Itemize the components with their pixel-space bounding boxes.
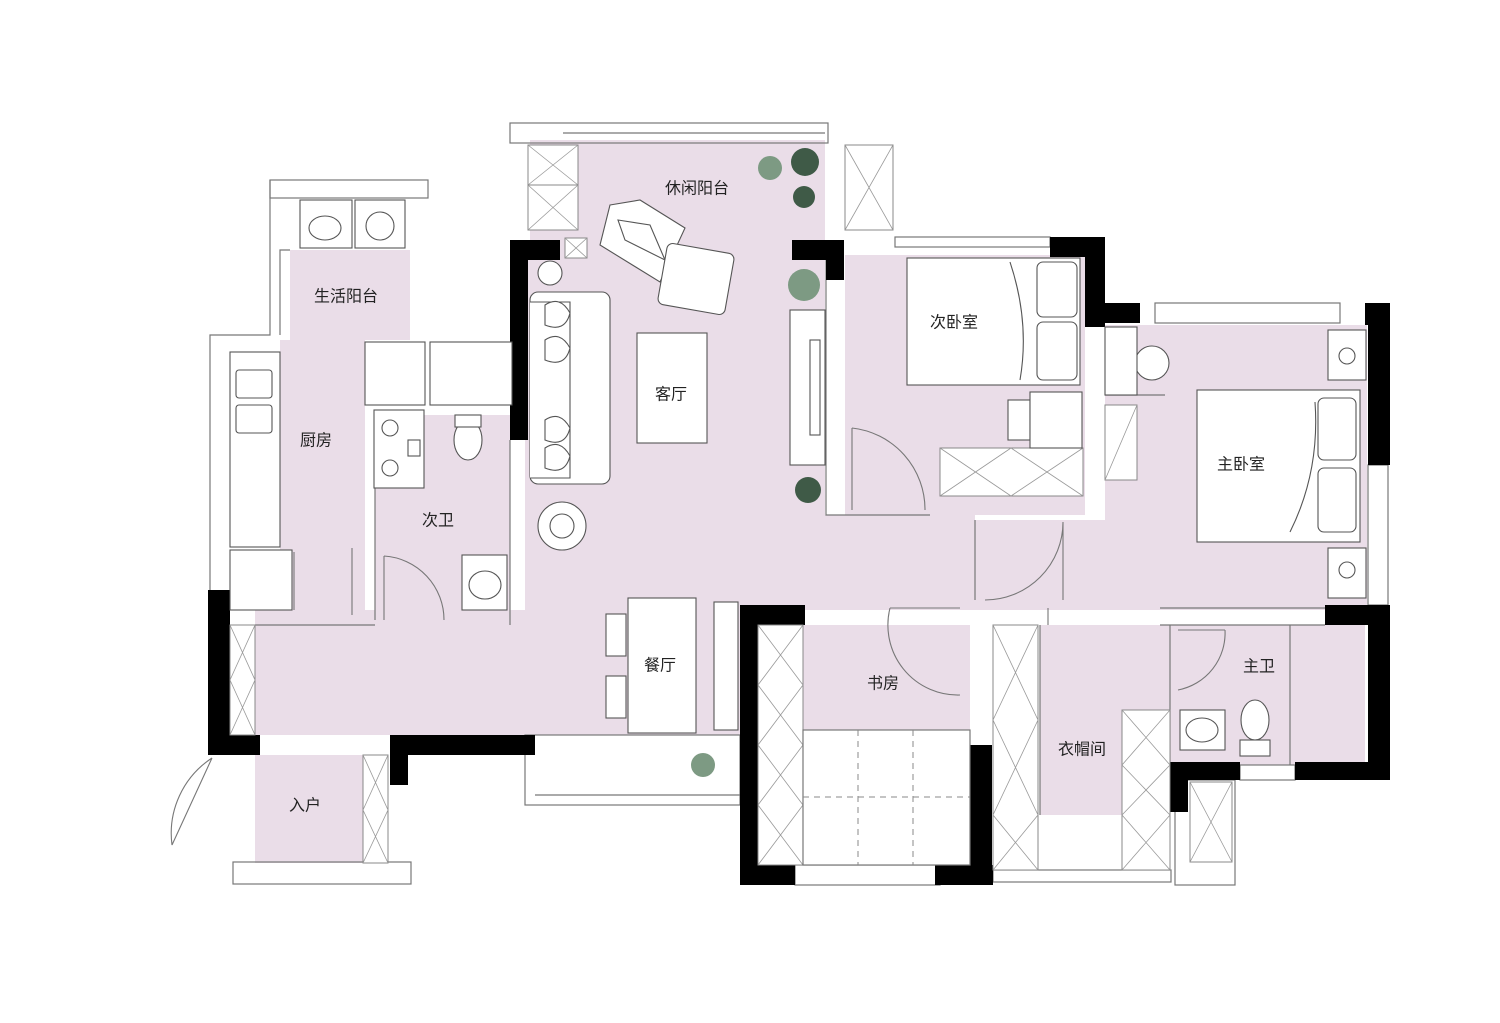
door-swing-icon — [170, 427, 1226, 846]
structural-walls — [208, 237, 1390, 885]
side-tables — [537, 260, 587, 551]
toilet-icon — [453, 414, 1271, 757]
label-entrance: 入户 — [289, 796, 321, 815]
coffee-table — [636, 332, 708, 444]
label-master-bathroom: 主卫 — [1243, 657, 1275, 676]
label-dining-room: 餐厅 — [644, 656, 676, 675]
tv-icon — [789, 309, 826, 466]
kitchen-fixtures — [229, 341, 513, 611]
entrance-floor — [255, 755, 363, 863]
label-living-room: 客厅 — [655, 385, 687, 404]
sofa-icon — [529, 291, 611, 485]
label-master-bedroom: 主卧室 — [1217, 455, 1265, 474]
label-kitchen: 厨房 — [300, 431, 332, 450]
label-second-bedroom: 次卧室 — [930, 313, 978, 332]
armchair-icon — [599, 199, 735, 316]
tatami-platform — [802, 729, 971, 866]
label-service-balcony: 生活阳台 — [314, 287, 378, 306]
bed-icon — [906, 257, 1367, 599]
label-walk-in-closet: 衣帽间 — [1058, 740, 1106, 759]
sink-icon — [299, 199, 1226, 751]
label-second-bathroom: 次卫 — [422, 511, 454, 530]
wardrobe-icon — [229, 144, 1233, 871]
service-balcony-floor — [290, 250, 410, 340]
label-study: 书房 — [867, 674, 899, 693]
room-labels: 休闲阳台 生活阳台 厨房 客厅 次卧室 主卧室 次卫 餐厅 书房 主卫 衣帽间 … — [289, 179, 1275, 815]
label-leisure-balcony: 休闲阳台 — [665, 179, 729, 198]
dining-table-icon — [605, 597, 739, 734]
thin-outlines — [209, 122, 1389, 886]
washing-machine-icon — [354, 199, 406, 249]
plant-icon — [691, 148, 821, 777]
hall-floor — [525, 515, 975, 610]
